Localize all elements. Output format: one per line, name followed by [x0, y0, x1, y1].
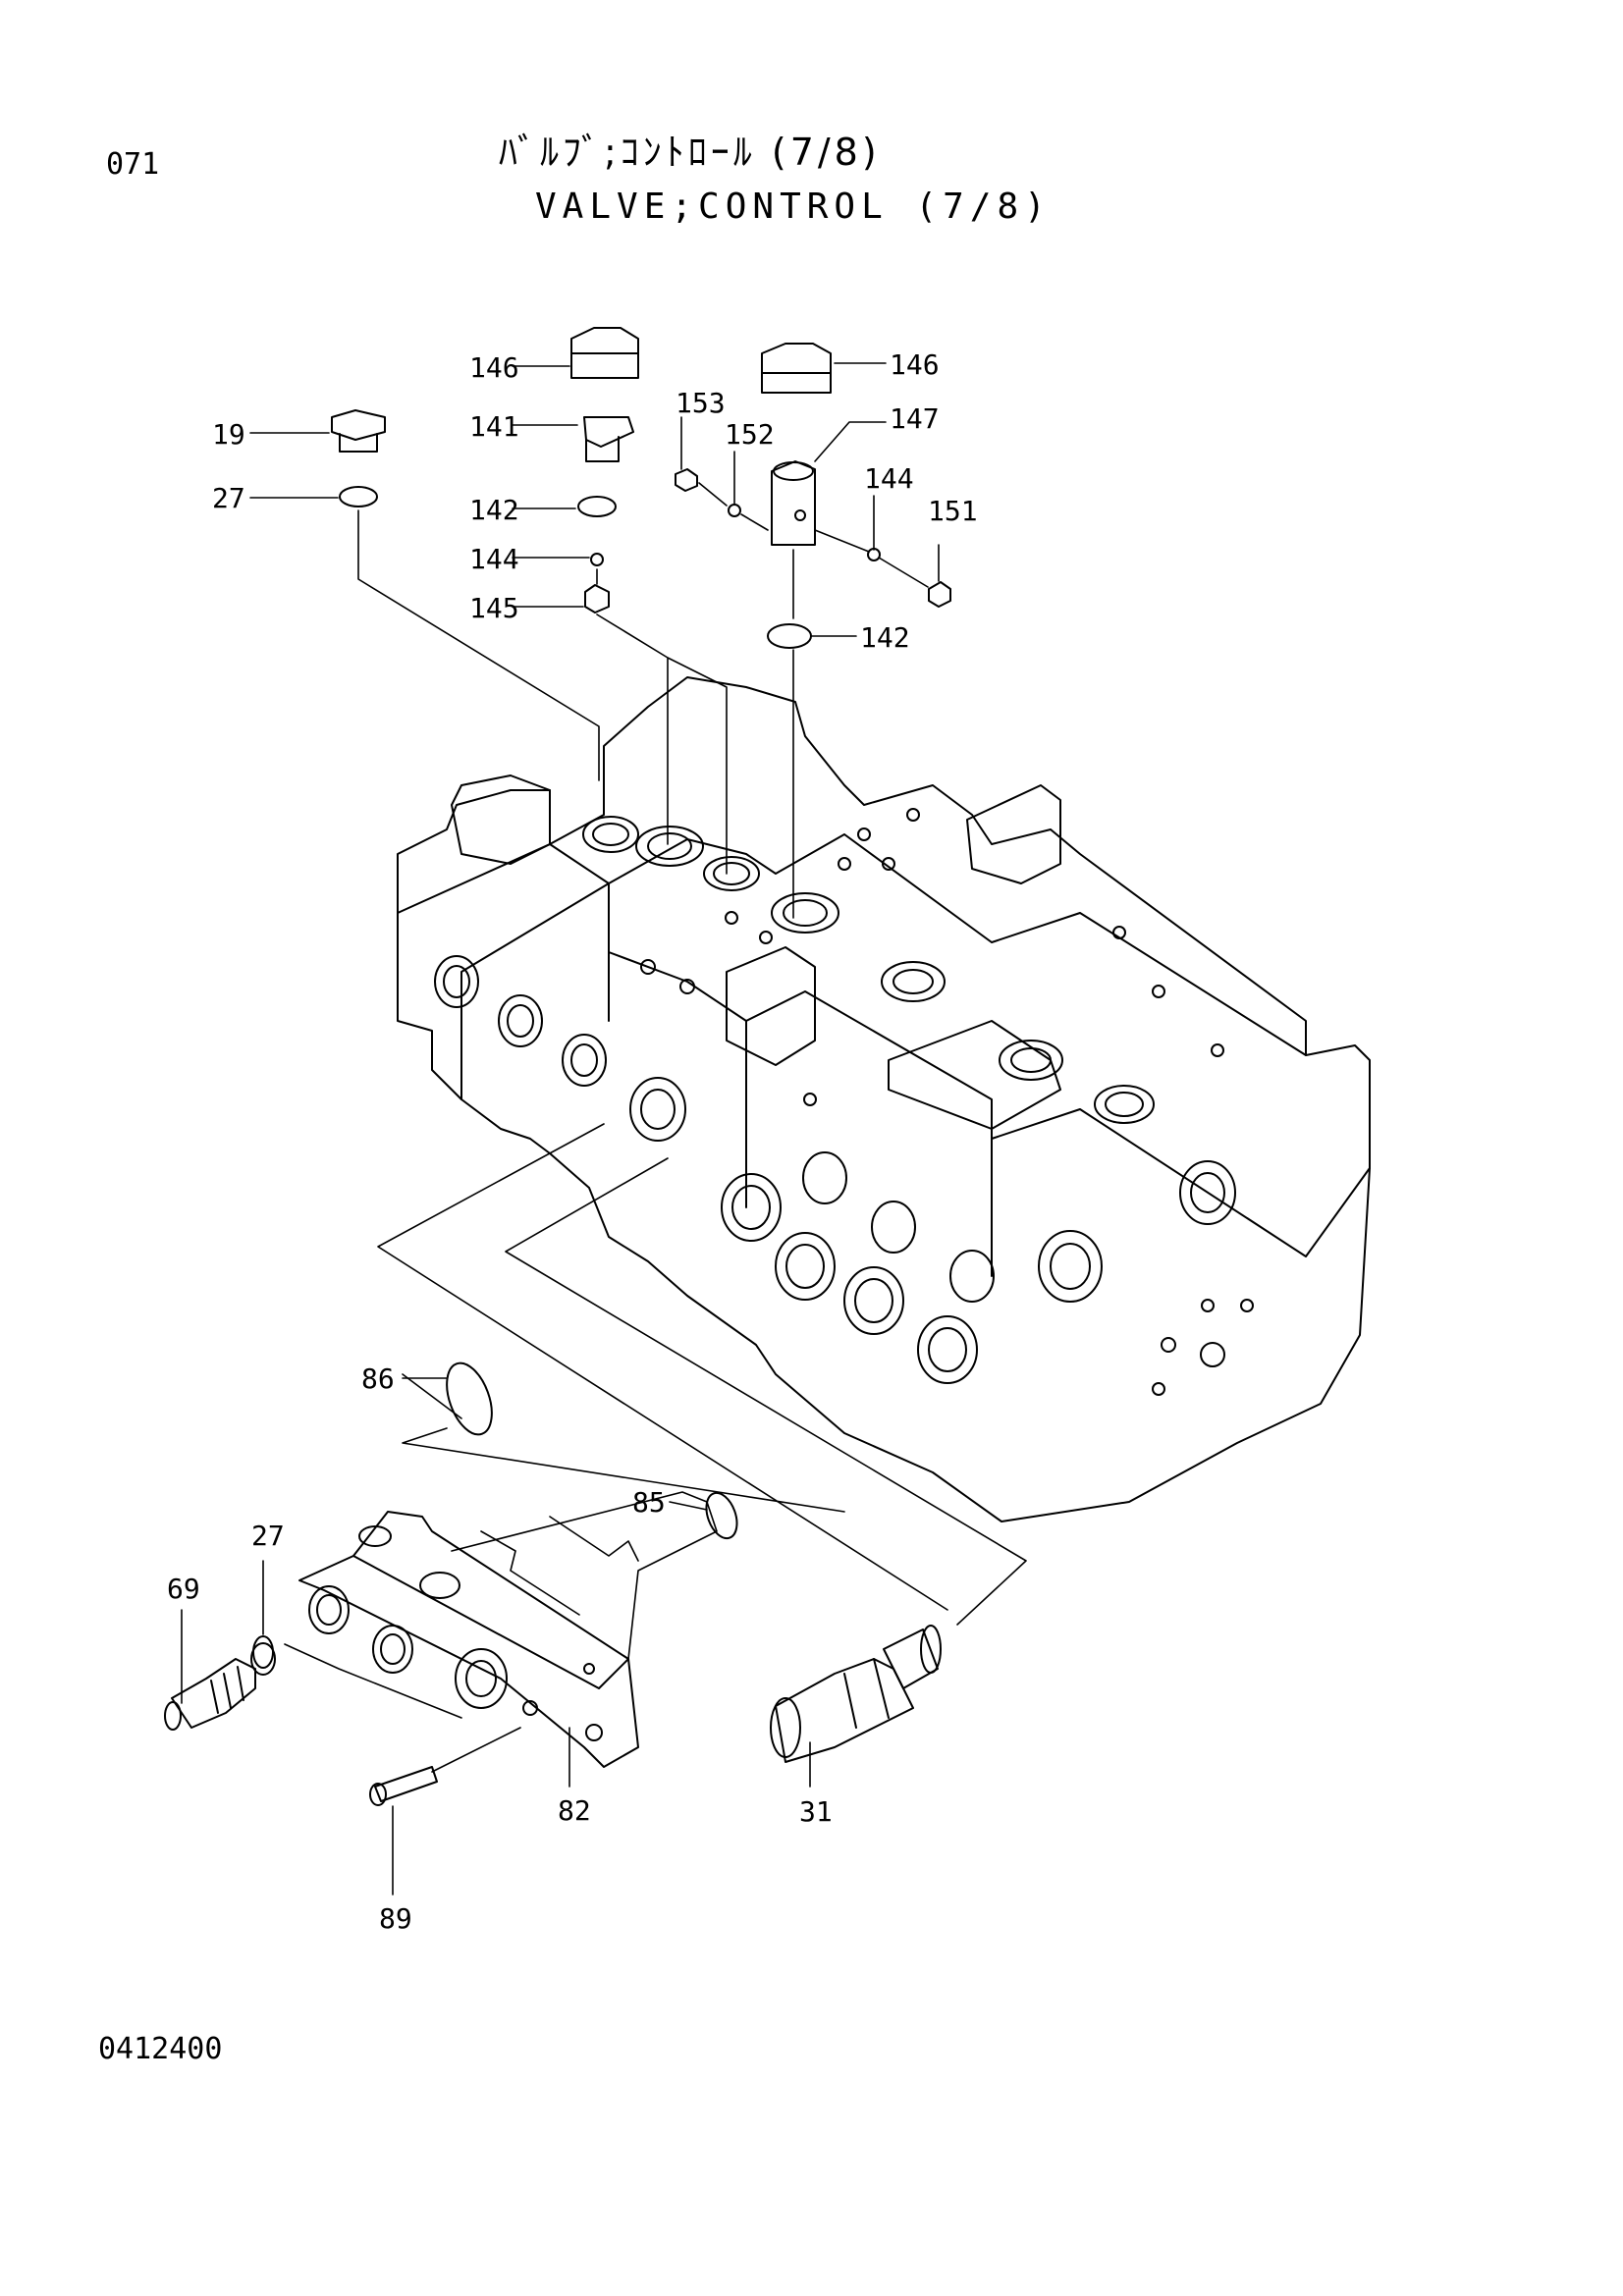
callout-141: 141	[469, 410, 519, 443]
drawing-code: 0412400	[98, 2032, 223, 2066]
relief-valve-69-drawing	[164, 1642, 276, 1731]
assembly-lines	[284, 482, 1027, 1773]
page-number: 071	[106, 147, 160, 182]
callout-27-lower: 27	[251, 1520, 285, 1552]
bolt-89-drawing	[369, 1766, 438, 1806]
o-ring-86-drawing	[446, 1362, 493, 1436]
check-valve-stack-drawing	[675, 343, 951, 649]
callout-86: 86	[361, 1362, 395, 1395]
callout-152: 152	[725, 418, 775, 451]
callout-89: 89	[379, 1902, 412, 1935]
valve-body-drawing	[397, 676, 1371, 1522]
callout-27-upper: 27	[212, 482, 245, 514]
title-japanese: ﾊﾞﾙﾌﾞ;ｺﾝﾄﾛｰﾙ (7/8)	[499, 131, 881, 174]
end-plate-82-drawing	[298, 1511, 639, 1768]
callout-151: 151	[928, 495, 978, 527]
title-english: VALVE;CONTROL (7/8)	[535, 187, 1052, 227]
plug-19-drawing	[331, 409, 386, 507]
callout-85: 85	[632, 1486, 666, 1519]
callout-leaders	[181, 362, 940, 1896]
callout-142-right: 142	[860, 621, 910, 654]
relief-valve-stack-drawing	[570, 327, 639, 614]
callout-144-left: 144	[469, 543, 519, 575]
o-ring-27-lower-drawing	[252, 1635, 274, 1669]
callout-153: 153	[676, 387, 726, 419]
callout-146-left: 146	[469, 351, 519, 384]
callout-144-right: 144	[864, 462, 914, 495]
callout-31: 31	[799, 1795, 833, 1828]
callout-19: 19	[212, 418, 245, 451]
callout-labels: 146 141 142 144 145 19 27 146 147 153 15…	[167, 348, 978, 1935]
callout-69: 69	[167, 1573, 200, 1605]
callout-146-right: 146	[890, 348, 940, 381]
o-ring-85-drawing	[705, 1491, 738, 1540]
callout-147: 147	[890, 402, 940, 435]
solenoid-31-drawing	[770, 1625, 942, 1763]
callout-82: 82	[558, 1794, 591, 1827]
callout-142-left: 142	[469, 494, 519, 526]
callout-145: 145	[469, 592, 519, 624]
